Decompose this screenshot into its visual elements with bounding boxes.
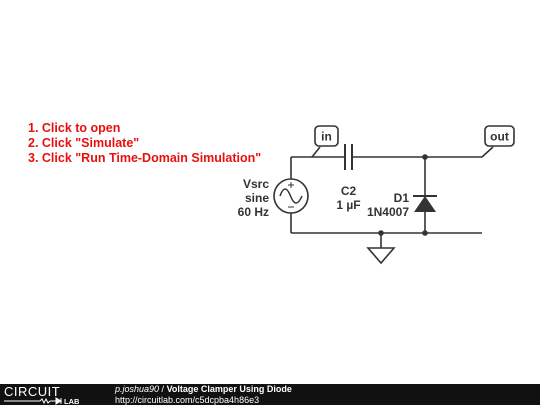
instruction-step-1: 1. Click to open <box>28 121 121 135</box>
diode-name-label: D1 <box>394 191 410 205</box>
instruction-step-3: 3. Click "Run Time-Domain Simulation" <box>28 151 262 165</box>
node-label-out: out <box>490 130 509 144</box>
author-name[interactable]: p.joshua90 <box>115 384 160 394</box>
logo-circuit-text: CIRCUIT <box>4 384 60 399</box>
source-name-label: Vsrc <box>243 177 269 191</box>
ground-symbol <box>366 247 396 265</box>
circuit-title[interactable]: Voltage Clamper Using Diode <box>166 384 292 394</box>
diode-part-label: 1N4007 <box>367 205 409 219</box>
junction-dot-ground <box>378 230 384 236</box>
instructions: 1. Click to open 2. Click "Simulate" 3. … <box>28 121 261 166</box>
source-freq-label: 60 Hz <box>238 205 269 219</box>
diode-symbol[interactable] <box>413 195 437 212</box>
voltage-source[interactable] <box>273 178 309 214</box>
capacitor-value-label: 1 µF <box>336 198 360 212</box>
logo-lab-text: LAB <box>64 397 80 405</box>
footer-bar: CIRCUIT LAB p.joshua90 / Voltage Clamper… <box>0 384 540 405</box>
node-flag-in[interactable]: in <box>311 125 339 158</box>
junction-dot-top <box>422 154 428 160</box>
circuit-url[interactable]: http://circuitlab.com/c5dcpba4h86e3 <box>115 394 260 405</box>
circuit-schematic[interactable]: in out Vsrc sine 60 Hz C2 1 µF D1 1N4007 <box>0 0 540 384</box>
node-label-in: in <box>321 130 332 144</box>
capacitor-name-label: C2 <box>341 184 357 198</box>
junction-dot-bottom <box>422 230 428 236</box>
source-type-label: sine <box>245 191 269 205</box>
circuitlab-logo[interactable]: CIRCUIT LAB <box>0 384 110 405</box>
footer-meta: p.joshua90 / Voltage Clamper Using Diode… <box>115 384 292 405</box>
node-flag-out[interactable]: out <box>481 125 515 158</box>
logo-wire-icon <box>4 397 62 405</box>
title-separator: / <box>159 384 167 394</box>
instruction-step-2: 2. Click "Simulate" <box>28 136 140 150</box>
